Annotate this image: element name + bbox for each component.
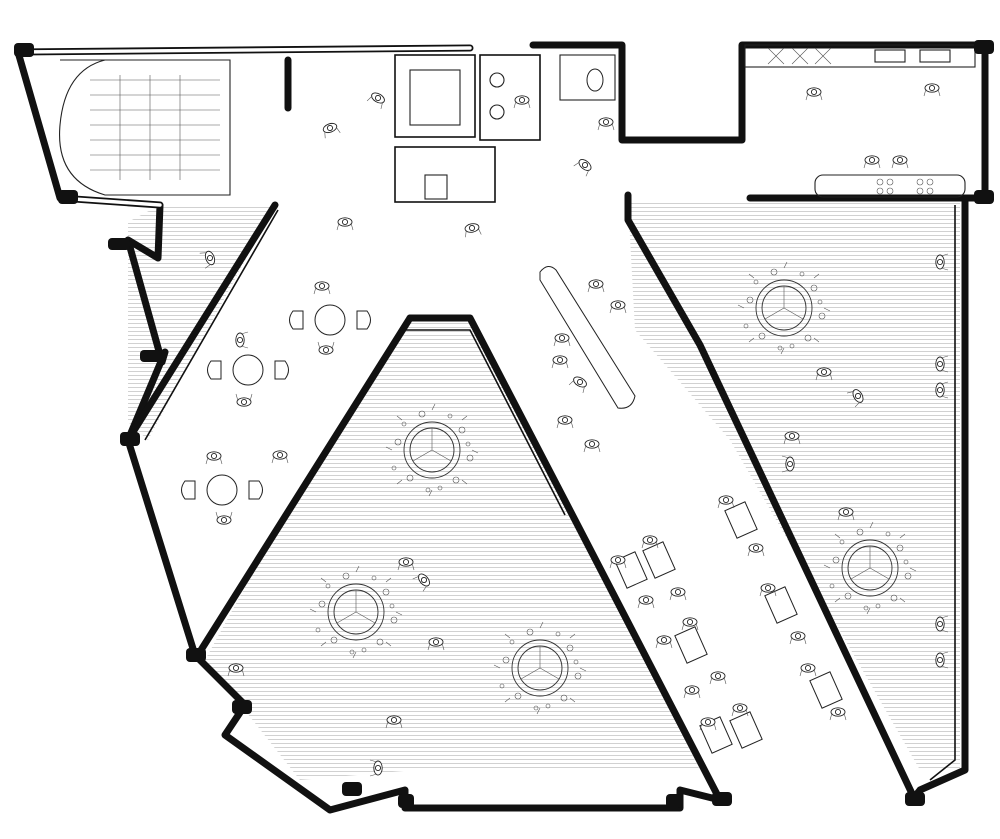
lift-core: [394, 54, 496, 203]
stove-icon: [876, 178, 934, 195]
kitchen-counter: [744, 44, 976, 198]
exterior-walls: [14, 41, 989, 814]
spiral-stair: [59, 59, 231, 196]
toilet-icon: [586, 68, 604, 92]
deck-edges: [144, 205, 956, 781]
wc: [479, 54, 616, 141]
right-deck: [628, 200, 960, 770]
central-deck: [205, 318, 700, 780]
bar-counter: [539, 266, 636, 409]
table-icon: [206, 304, 346, 506]
wall-caps: [14, 40, 994, 808]
